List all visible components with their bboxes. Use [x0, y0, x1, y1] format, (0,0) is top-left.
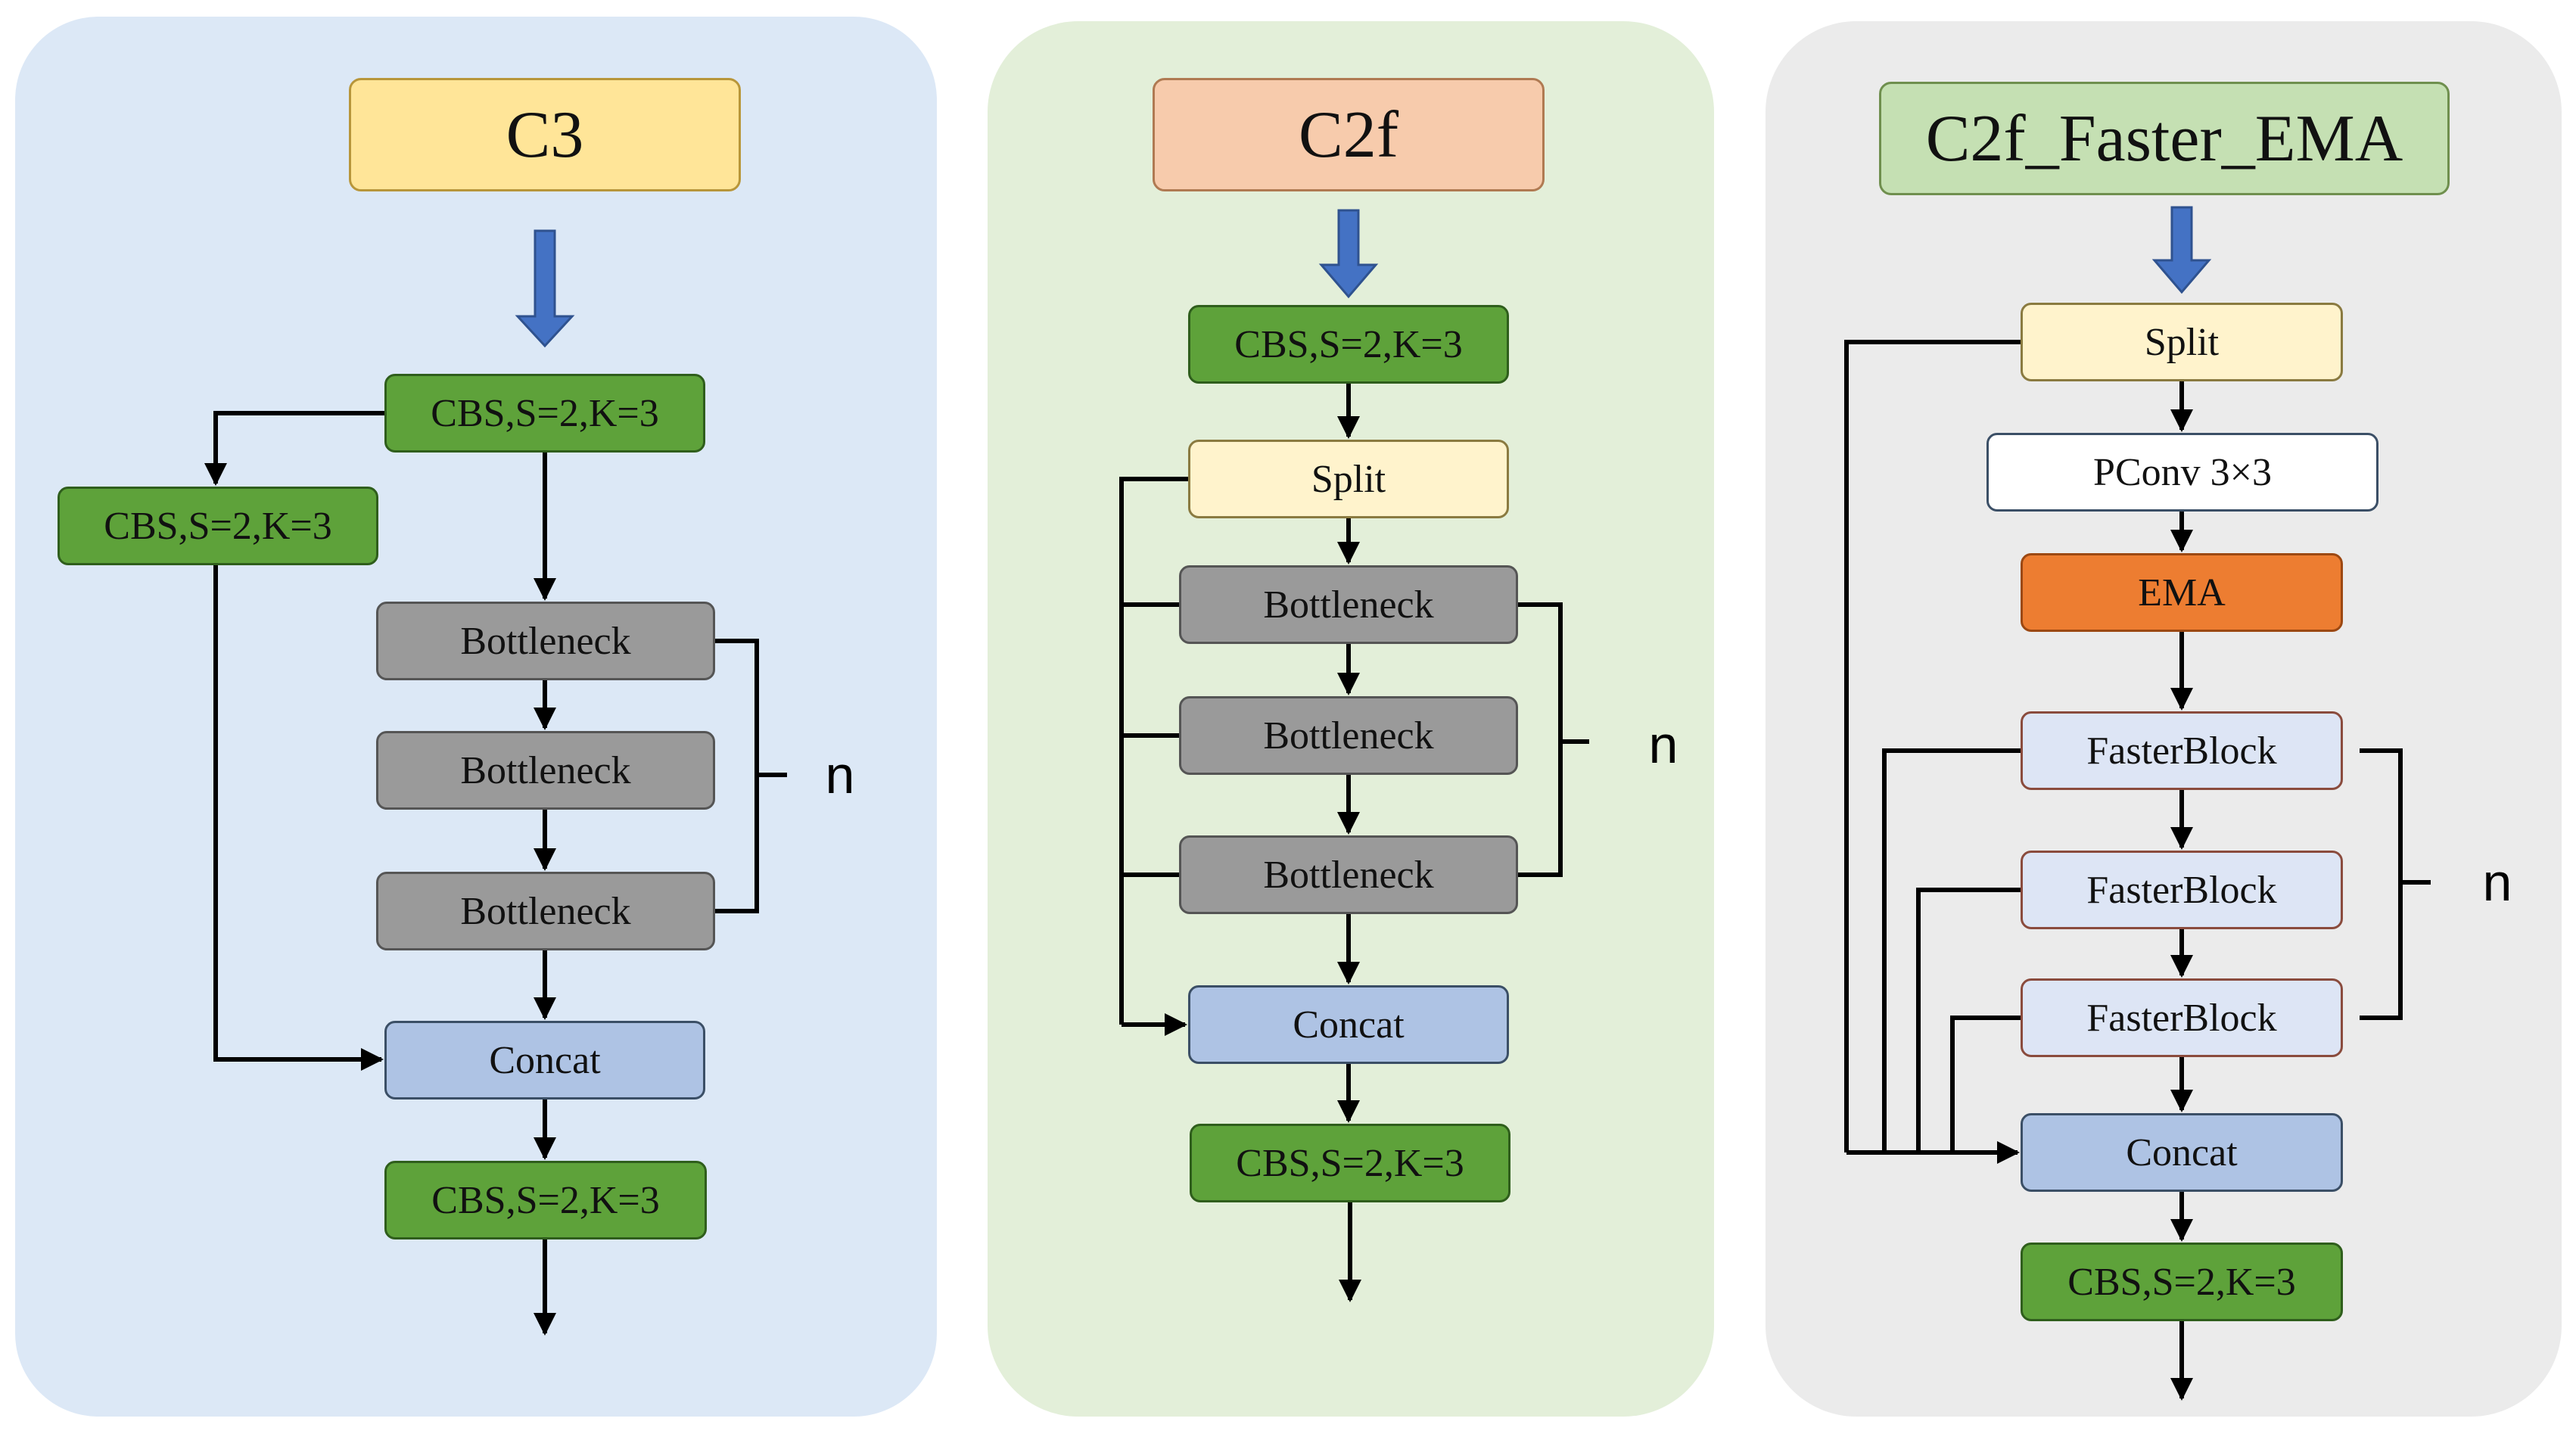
c3-cbs-bottom: CBS,S=2,K=3 [384, 1161, 707, 1239]
c3-bottleneck-1: Bottleneck [376, 602, 715, 680]
ema-split: Split [2021, 303, 2343, 381]
ema-fasterblock-2: FasterBlock [2021, 851, 2343, 929]
ema-pconv: PConv 3×3 [1986, 433, 2378, 512]
c3-concat: Concat [384, 1021, 705, 1100]
c2f-cbs-bottom: CBS,S=2,K=3 [1190, 1124, 1510, 1202]
ema-fasterblock-3: FasterBlock [2021, 978, 2343, 1057]
c3-cbs-top: CBS,S=2,K=3 [384, 374, 705, 453]
c2f-bottleneck-1: Bottleneck [1179, 565, 1518, 644]
c2f-n-label: n [1648, 715, 1678, 774]
c3-n-label: n [825, 745, 855, 804]
ema-n-label: n [2482, 853, 2512, 912]
c2f-concat: Concat [1188, 985, 1509, 1064]
title-c2f: C2f [1153, 78, 1545, 191]
c3-cbs-side: CBS,S=2,K=3 [58, 487, 378, 565]
c2f-split: Split [1188, 440, 1509, 518]
title-c3: C3 [349, 78, 741, 191]
ema-fasterblock-1: FasterBlock [2021, 711, 2343, 790]
c3-bottleneck-3: Bottleneck [376, 872, 715, 950]
title-c2f-faster-ema: C2f_Faster_EMA [1879, 82, 2450, 195]
ema-concat: Concat [2021, 1113, 2343, 1192]
ema-cbs-bottom: CBS,S=2,K=3 [2021, 1243, 2343, 1321]
c2f-cbs-top: CBS,S=2,K=3 [1188, 305, 1509, 384]
c2f-bottleneck-2: Bottleneck [1179, 696, 1518, 775]
c3-bottleneck-2: Bottleneck [376, 731, 715, 810]
c2f-bottleneck-3: Bottleneck [1179, 835, 1518, 914]
ema-block: EMA [2021, 553, 2343, 632]
